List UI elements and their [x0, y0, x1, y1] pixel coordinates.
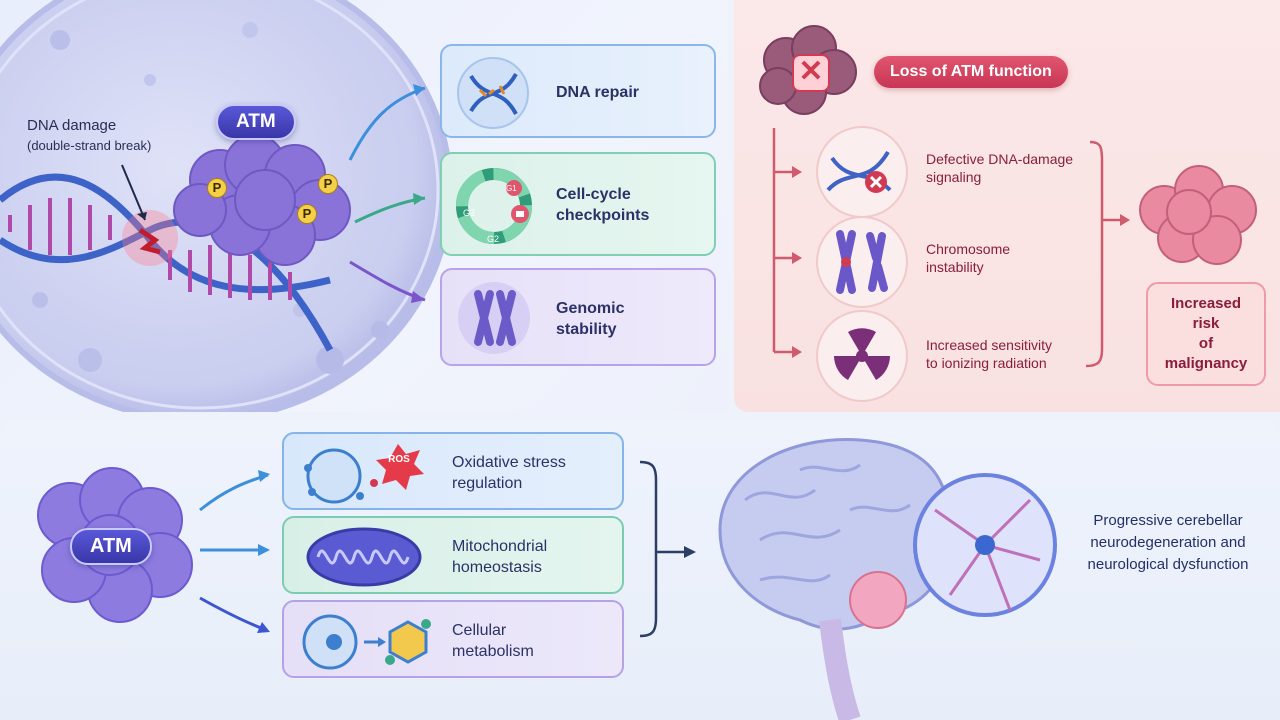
- ros-cell-icon: [304, 444, 424, 504]
- mito-label-line2: homeostasis: [452, 559, 542, 576]
- chromosome-instability-line2: instability: [926, 259, 984, 275]
- cell-cycle-label-line2: checkpoints: [556, 207, 650, 224]
- cycle-label: G1: [506, 184, 517, 193]
- dna-repair-label: DNA repair: [556, 84, 639, 101]
- metabolism-label-line1: Cellular: [452, 622, 507, 639]
- outcome-line1: Progressive cerebellar: [1093, 512, 1243, 529]
- cell-nucleus-illustration: [0, 0, 453, 412]
- phosphate-badge: P: [207, 178, 227, 198]
- broken-dna-icon: [826, 150, 892, 193]
- neurodegeneration-outcome: Progressive cerebellar neurodegeneration…: [1068, 510, 1268, 576]
- phosphate-badge: P: [318, 174, 338, 194]
- dna-damage-label: DNA damage: [27, 117, 117, 134]
- cell-cycle-label-line1: Cell-cycle: [556, 186, 631, 203]
- dna-damage-sublabel: (double-strand break): [27, 138, 152, 153]
- radiation-sensitivity-line2: to ionizing radiation: [926, 355, 1047, 371]
- radiation-sensitivity-line1: Increased sensitivity: [926, 337, 1053, 353]
- chromosome-instability-line1: Chromosome: [926, 241, 1011, 257]
- genomic-label-line1: Genomic: [556, 300, 625, 317]
- malignancy-risk-badge: Increased risk of malignancy: [1146, 282, 1266, 386]
- cycle-label: G2: [463, 208, 475, 218]
- risk-line2: of malignancy: [1164, 335, 1248, 372]
- broken-chromosome-icon: [836, 230, 888, 294]
- chromosome-icon: [458, 282, 530, 354]
- genomic-stability-box: Genomic stability: [440, 268, 716, 366]
- radiation-icon: [834, 328, 890, 380]
- mito-label-line1: Mitochondrial: [452, 538, 548, 555]
- ros-label: ROS: [388, 454, 410, 465]
- dna-helix-icon: [457, 57, 529, 129]
- neuro-panel: ATM ROS Oxidative stress regulation Mito…: [0, 420, 1280, 720]
- phosphate-badge: P: [297, 204, 317, 224]
- defective-signaling-line2: signaling: [926, 169, 982, 185]
- dna-repair-panel: P P P ATM DNA damage (double-strand brea…: [0, 0, 728, 412]
- atm-label: ATM: [216, 104, 296, 140]
- atm-label: ATM: [70, 528, 152, 565]
- loss-of-atm-label: Loss of ATM function: [874, 56, 1068, 88]
- cell-cycle-checkpoints-box: G2 G1 G2 Cell-cycle checkpoints: [440, 152, 716, 256]
- outcome-line3: neurological dysfunction: [1087, 556, 1249, 573]
- cycle-label: G2: [487, 234, 499, 244]
- oxidative-label-line2: regulation: [452, 475, 523, 492]
- metabolism-label-line2: metabolism: [452, 643, 534, 660]
- neuro-flow-illustration: [37, 438, 1057, 720]
- inhibition-x-icon: ✕: [792, 54, 830, 92]
- cellular-metabolism-box: Cellular metabolism: [282, 600, 624, 678]
- metabolism-icon: [302, 614, 431, 670]
- cell-cycle-icon: G2 G1 G2: [456, 168, 532, 244]
- mitochondrial-homeostasis-box: Mitochondrial homeostasis: [282, 516, 624, 594]
- outcome-line2: neurodegeneration and: [1090, 534, 1246, 551]
- risk-line1: Increased risk: [1170, 295, 1242, 332]
- oxidative-stress-box: ROS Oxidative stress regulation: [282, 432, 624, 510]
- oxidative-label-line1: Oxidative stress: [452, 454, 566, 471]
- chromosome-instability-chip: [816, 216, 908, 308]
- mitochondria-icon: [306, 527, 422, 587]
- defective-signaling-line1: Defective DNA-damage: [926, 151, 1074, 167]
- dna-repair-box: DNA repair: [440, 44, 716, 138]
- radiation-sensitivity-chip: [816, 310, 908, 402]
- genomic-label-line2: stability: [556, 321, 617, 338]
- loss-of-function-panel: ✕ Loss of ATM function Defective DNA-dam…: [734, 0, 1280, 412]
- dna-damage-signal-chip: [816, 126, 908, 218]
